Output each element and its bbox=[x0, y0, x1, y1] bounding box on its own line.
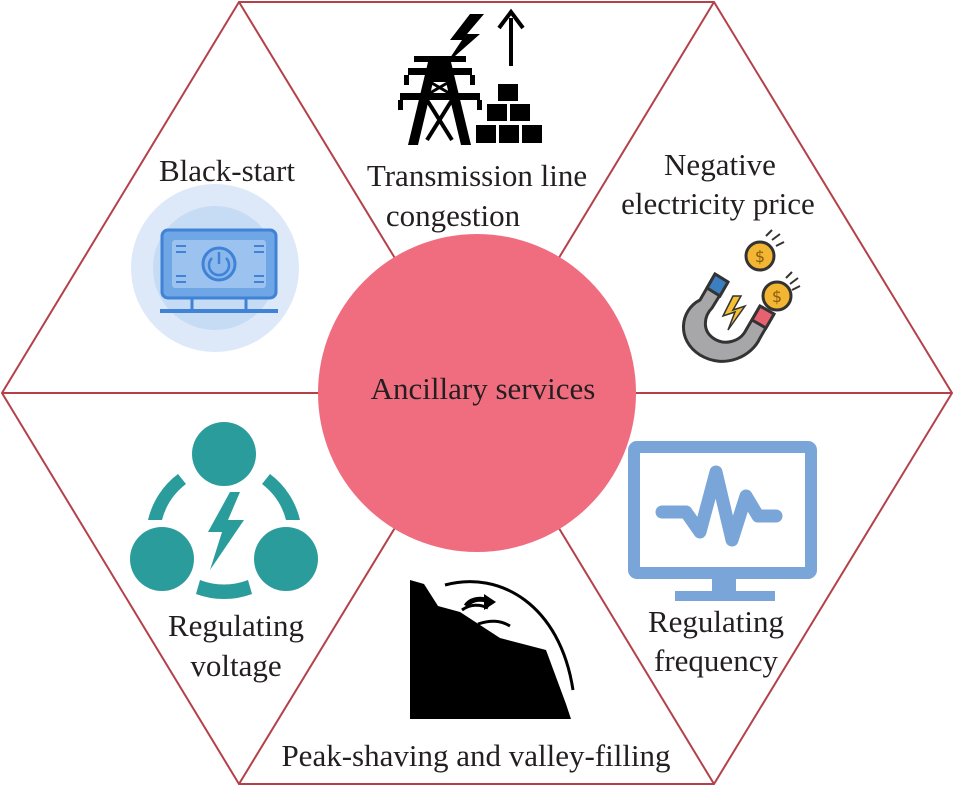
label-line: Peak-shaving and valley-filling bbox=[281, 738, 670, 773]
label-line: electricity price bbox=[621, 186, 815, 221]
label-line: voltage bbox=[190, 648, 281, 683]
center-circle bbox=[318, 234, 636, 552]
segment-label-regulating-frequency: Regulating frequency bbox=[648, 604, 784, 678]
magnet-coins-icon: $ $ bbox=[682, 229, 801, 363]
label-line: Transmission line bbox=[367, 158, 587, 193]
segment-label-regulating-voltage: Regulating voltage bbox=[168, 608, 304, 683]
label-line: frequency bbox=[654, 643, 778, 678]
label-line: congestion bbox=[386, 198, 521, 233]
load-curve-icon bbox=[410, 580, 575, 719]
voltage-network-icon bbox=[130, 422, 318, 600]
segment-label-negative-electricity-price: Negative electricity price bbox=[621, 147, 815, 221]
label-line: Negative bbox=[664, 147, 776, 182]
center-label: Ancillary services bbox=[371, 371, 596, 406]
label-line: Regulating bbox=[168, 608, 304, 643]
label-line: Black-start bbox=[159, 153, 295, 188]
segment-label-black-start: Black-start bbox=[159, 153, 295, 188]
svg-text:$: $ bbox=[772, 287, 782, 306]
power-button-panel-icon bbox=[131, 184, 299, 352]
label-line: Regulating bbox=[648, 604, 784, 639]
segment-label-transmission-line-congestion: Transmission line congestion bbox=[367, 158, 587, 233]
svg-text:$: $ bbox=[755, 247, 765, 266]
segment-label-peak-shaving-and-valley-filling: Peak-shaving and valley-filling bbox=[281, 738, 670, 773]
transmission-tower-icon bbox=[398, 8, 542, 145]
monitor-waveform-icon bbox=[628, 441, 817, 601]
